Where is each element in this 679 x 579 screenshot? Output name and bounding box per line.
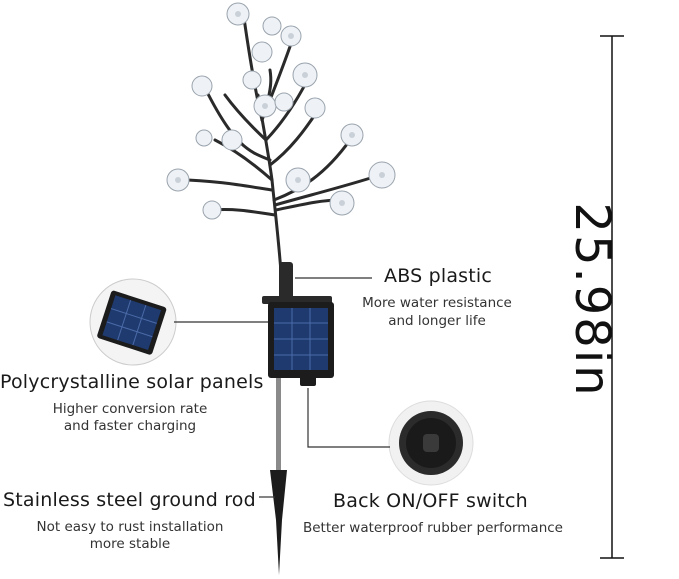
rod-desc-line2: more stable	[89, 536, 171, 552]
callout-lines	[174, 277, 390, 498]
switch-desc-line1: Better waterproof rubber performance	[302, 520, 563, 536]
height-dimension-label: 25.98in	[564, 202, 620, 398]
rod-desc-line1: Not easy to rust installation	[36, 519, 224, 535]
abs-title: ABS plastic	[384, 265, 493, 287]
solar-desc-line2: and faster charging	[63, 418, 197, 434]
ground-rod	[276, 378, 281, 478]
solar-zoom-circle	[89, 278, 177, 366]
solar-title: Polycrystalline solar panels	[0, 371, 264, 393]
abs-connector	[279, 262, 293, 300]
solar-panel	[268, 302, 334, 386]
abs-desc-line2: and longer life	[388, 313, 486, 329]
abs-desc-line1: More water resistance	[362, 295, 512, 311]
switch-zoom-circle	[388, 400, 474, 486]
rod-title: Stainless steel ground rod	[3, 489, 256, 511]
solar-desc-line1: Higher conversion rate	[52, 401, 208, 417]
dimension-line	[600, 35, 624, 559]
blossoms	[166, 2, 396, 220]
blossom-centers	[175, 11, 385, 206]
switch-title: Back ON/OFF switch	[333, 490, 528, 512]
tree-branches	[178, 16, 382, 302]
